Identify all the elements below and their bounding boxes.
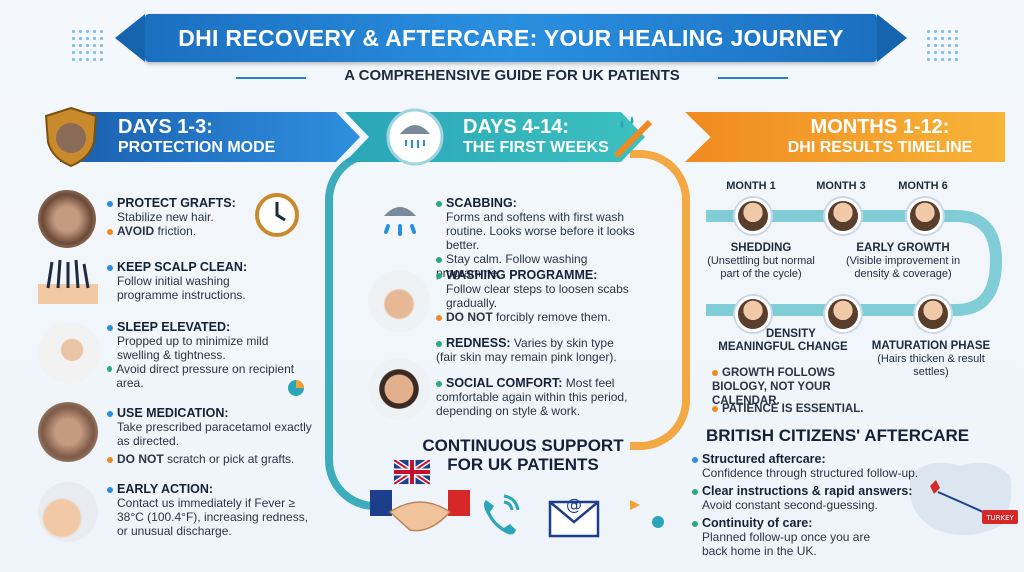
bullet-icon (436, 314, 442, 321)
bullet-icon (107, 366, 113, 372)
bullet-icon (436, 340, 442, 347)
subtitle-line-left (236, 77, 306, 79)
connector-arc-orange (630, 150, 690, 450)
map-label: TURKEY (985, 514, 1014, 522)
phase1-item-medication: USE MEDICATION: Take prescribed paraceta… (107, 406, 317, 466)
finger-photo (38, 482, 98, 542)
phase1-item-protect: PROTECT GRAFTS: Stabilize new hair. AVOI… (107, 196, 257, 238)
phase1-item-sleep: SLEEP ELEVATED: Propped up to minimize m… (107, 320, 297, 390)
scalp-photo (38, 402, 98, 462)
bullet-icon (436, 272, 442, 279)
bullet-icon (107, 456, 113, 463)
scalp-hair-icon (38, 258, 98, 304)
timeline-note-biology: GROWTH FOLLOWS BIOLOGY, NOT YOUR CALENDA… (712, 367, 836, 407)
support-title: CONTINUOUS SUPPORT FOR UK PATIENTS (422, 436, 624, 474)
washing-photo (368, 270, 430, 332)
bullet-icon (436, 200, 442, 207)
head-month6-avatar (907, 198, 943, 234)
timeline-note-patience: PATIENCE IS ESSENTIAL. (712, 402, 892, 416)
aftercare-title: BRITISH CITIZENS' AFTERCARE (706, 426, 970, 445)
head-meaningful-avatar (825, 296, 861, 332)
comb-icon (610, 112, 658, 162)
shower-head-icon (376, 196, 424, 248)
decor-triangle-icon (628, 498, 642, 512)
phase1-item-clean: KEEP SCALP CLEAN: Follow initial washing… (107, 260, 277, 302)
grafts-photo (38, 190, 96, 248)
decor-circle-icon (652, 516, 664, 528)
phase1-title: DAYS 1-3: (118, 116, 213, 138)
svg-text:@: @ (566, 495, 582, 514)
bullet-icon (107, 264, 113, 271)
europe-map-icon: TURKEY (900, 446, 1020, 546)
head-maturation-avatar (915, 296, 951, 332)
bullet-icon (712, 405, 718, 412)
pie-decor-icon (286, 378, 306, 398)
phase2-item-scabbing: SCABBING: Forms and softens with first w… (436, 196, 635, 280)
phase2-item-social: SOCIAL COMFORT: Most feel comfortable ag… (436, 376, 628, 418)
shower-icon (386, 106, 444, 168)
aftercare-item-continuity: Continuity of care: Planned follow-up on… (692, 516, 892, 558)
bullet-icon (107, 410, 113, 417)
bullet-icon (692, 456, 698, 463)
phone-icon (478, 490, 522, 538)
phase1-banner: DAYS 1-3: PROTECTION MODE (60, 112, 360, 162)
maturation-label: MATURATION PHASE(Hairs thicken & result … (871, 340, 991, 378)
handshake-icon (370, 482, 470, 542)
aftercare-item-structured: Structured aftercare: Confidence through… (692, 452, 922, 480)
phase3-title: MONTHS 1-12: (810, 116, 950, 138)
aftercare-item-instructions: Clear instructions & rapid answers: Avoi… (692, 484, 922, 512)
clock-icon (254, 192, 300, 238)
head-density-avatar (735, 296, 771, 332)
month-label-6: MONTH 6 (898, 180, 948, 192)
sleeping-photo (38, 322, 100, 384)
bullet-icon (712, 369, 718, 376)
bullet-icon (107, 486, 113, 493)
title-banner: DHI RECOVERY & AFTERCARE: YOUR HEALING J… (115, 14, 907, 62)
bullet-icon (107, 324, 113, 331)
phase2-subtitle: THE FIRST WEEKS (463, 139, 609, 156)
timeline-path (706, 206, 1006, 324)
month-label-3: MONTH 3 (816, 180, 866, 192)
bullet-icon (692, 520, 698, 527)
phase2-item-redness: REDNESS: Varies by skin type (fair skin … (436, 336, 617, 364)
phase2-item-washing: WASHING PROGRAMME: Follow clear steps to… (436, 268, 636, 324)
email-icon: @ (548, 488, 600, 538)
page-title: DHI RECOVERY & AFTERCARE: YOUR HEALING J… (178, 24, 844, 51)
head-month1-avatar (735, 198, 771, 234)
phase3-subtitle: DHI RESULTS TIMELINE (787, 139, 973, 156)
month-label-1: MONTH 1 (726, 180, 776, 192)
phase3-banner: MONTHS 1-12: DHI RESULTS TIMELINE (685, 112, 1005, 162)
uk-flag-icon (392, 457, 432, 487)
bullet-icon (436, 380, 442, 387)
decor-dots-right (925, 28, 961, 64)
decor-dots-left (70, 28, 106, 64)
phase1-subtitle: PROTECTION MODE (118, 139, 276, 156)
subtitle-line-right (718, 77, 788, 79)
phase2-title: DAYS 4-14: (463, 116, 569, 138)
phase1-item-early-action: EARLY ACTION: Contact us immediately if … (107, 482, 312, 538)
page-subtitle: A COMPREHENSIVE GUIDE FOR UK PATIENTS (344, 67, 680, 84)
bullet-icon (692, 488, 698, 495)
bullet-icon (107, 228, 113, 235)
early-growth-label: EARLY GROWTH(Visible improvement in dens… (845, 242, 961, 280)
shedding-label: SHEDDING(Unsettling but normal part of t… (707, 242, 815, 280)
bullet-icon (107, 200, 113, 207)
man-photo (368, 358, 430, 420)
shield-icon (42, 106, 100, 168)
bullet-icon (436, 256, 442, 263)
head-month3-avatar (825, 198, 861, 234)
